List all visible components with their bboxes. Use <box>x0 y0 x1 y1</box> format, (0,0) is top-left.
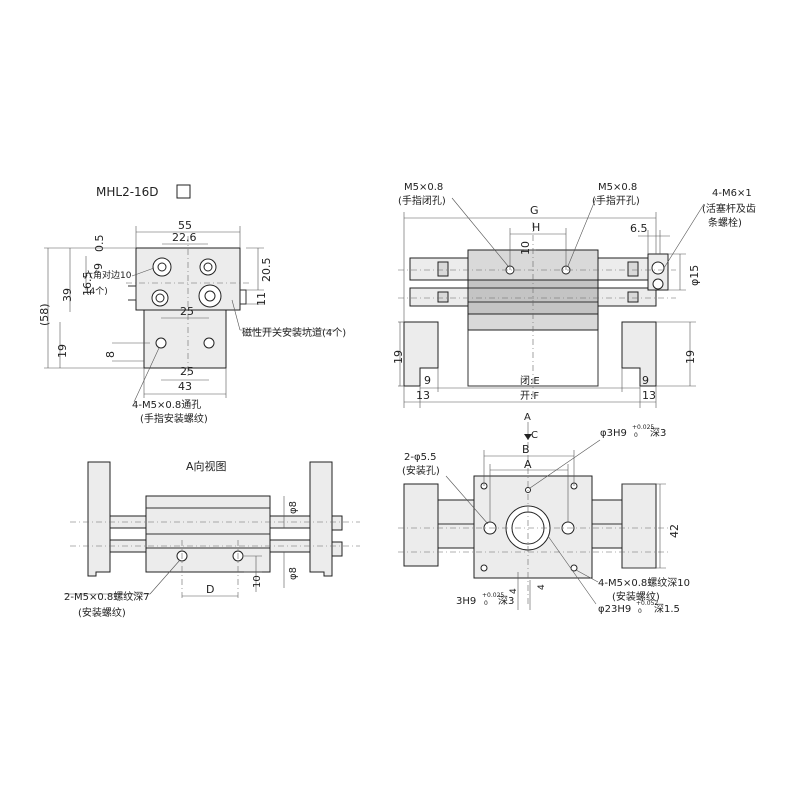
dim-phi8-bottom: φ8 <box>288 567 299 580</box>
model-label: MHL2-16D <box>96 184 191 199</box>
a-view: A向视图 φ8 φ8 10 D <box>64 459 360 619</box>
a-view-title: A向视图 <box>186 459 227 473</box>
dim-C: C <box>531 430 538 441</box>
note-bottom-prefix: 3H9 <box>456 596 476 607</box>
dim-39: 39 <box>61 288 74 302</box>
note-hex-qty: (4个) <box>86 286 108 297</box>
dim-10: 10 <box>519 241 532 255</box>
front-thru-hole-2-icon <box>203 337 215 349</box>
dim-9: 9 <box>92 263 105 270</box>
note-open-port-sub: (手指开孔) <box>592 194 640 207</box>
dim-4-2: 4 <box>537 584 547 590</box>
front-slot-left <box>128 285 137 301</box>
note-rod: 4-M6×1 <box>712 188 752 199</box>
dim-11: 11 <box>255 292 268 306</box>
dim-25-top: 25 <box>180 305 194 318</box>
dim-19-right: 19 <box>684 350 697 364</box>
bottom-view: A C B A <box>398 412 690 615</box>
dim-9-left: 9 <box>424 374 431 387</box>
note-phi3-tol-low: 0 <box>634 432 638 439</box>
dim-22-6: 22.6 <box>172 231 197 244</box>
dim-0-5: 0.5 <box>93 235 106 253</box>
note-a-thread-sub: (安装螺纹) <box>78 606 126 619</box>
dim-16-5: 16.5 <box>81 272 94 297</box>
dim-4: 4 <box>509 588 519 594</box>
bottom-endcap-left <box>403 483 439 567</box>
dim-13-left: 13 <box>416 389 430 402</box>
model-checkbox-icon <box>176 184 191 199</box>
note-phi5-5: 2-φ5.5 <box>404 452 436 463</box>
dim-19: 19 <box>56 344 69 358</box>
dim-19-left: 19 <box>392 350 405 364</box>
dim-6-5: 6.5 <box>630 222 648 235</box>
note-phi3-suffix: 深3 <box>650 427 666 439</box>
dim-D: D <box>206 583 214 596</box>
note-rod-sub2: 条螺栓) <box>708 216 742 229</box>
dim-55: 55 <box>178 219 192 232</box>
bottom-endcap-right <box>621 483 657 569</box>
note-phi23-tol-up: +0.052 <box>636 600 658 607</box>
dim-58: (58) <box>38 303 51 326</box>
side-view: G H 10 M5×0.8 (手指闭孔) M5×0.8 (手指开孔) 4-M6×… <box>392 182 756 408</box>
note-phi23-prefix: φ23H9 <box>598 604 631 615</box>
dim-B: B <box>522 443 530 456</box>
dim-phi15: φ15 <box>688 265 701 286</box>
note-m5: 4-M5×0.8螺纹深10 <box>598 576 690 589</box>
dim-H: H <box>532 221 540 234</box>
note-bottom-tol-up: +0.025 <box>482 592 504 599</box>
front-slot-right <box>240 289 247 305</box>
front-view: 55 22.6 (58) 39 16.5 9 0.5 19 六角对边10 (4个… <box>38 219 346 425</box>
note-phi23-tol-low: 0 <box>638 608 642 615</box>
front-thru-hole-1-icon <box>155 337 167 349</box>
note-phi5-5-sub: (安装孔) <box>402 464 440 477</box>
note-close-port-sub: (手指闭孔) <box>398 194 446 207</box>
note-phi3-tol-up: +0.025 <box>632 424 654 431</box>
note-hex: 六角对边10 <box>84 269 132 281</box>
dim-9-right: 9 <box>642 374 649 387</box>
dim-A-top: A <box>524 412 531 423</box>
dim-42: 42 <box>668 524 681 538</box>
note-phi23-suffix: 深1.5 <box>654 603 680 615</box>
dim-8: 8 <box>104 351 117 358</box>
note-sensor-slot: 磁性开关安装坑道(4个) <box>242 326 346 339</box>
note-bottom-suffix: 深3 <box>498 595 514 607</box>
a-finger-left <box>87 461 111 577</box>
dim-A-inner: A <box>524 458 532 471</box>
dim-43: 43 <box>178 380 192 393</box>
note-bottom-tol-low: 0 <box>484 600 488 607</box>
side-finger-left <box>403 321 439 387</box>
note-close-port: M5×0.8 <box>404 182 443 193</box>
a-finger-right <box>309 461 333 577</box>
dim-F: 开:F <box>520 391 539 402</box>
side-finger-right <box>621 321 657 387</box>
dim-20-5: 20.5 <box>260 258 273 283</box>
dim-E: 闭:E <box>520 374 540 387</box>
note-a-thread: 2-M5×0.8螺纹深7 <box>64 590 150 603</box>
dim-10: 10 <box>252 575 263 588</box>
dim-phi8-top: φ8 <box>288 501 299 514</box>
dim-G: G <box>530 204 539 217</box>
dim-13-right: 13 <box>642 389 656 402</box>
note-thru-hole: 4-M5×0.8通孔 <box>132 399 201 411</box>
side-rod-right <box>597 257 657 281</box>
note-m5-sub: (安装螺纹) <box>612 590 660 603</box>
note-rod-sub1: (活塞杆及齿 <box>702 202 756 215</box>
model-text: MHL2-16D <box>96 185 159 199</box>
note-open-port: M5×0.8 <box>598 182 637 193</box>
front-body-lower <box>143 309 227 369</box>
note-thru-hole-sub: (手指安装螺纹) <box>140 412 208 425</box>
note-phi3-prefix: φ3H9 <box>600 428 627 439</box>
dim-25-bottom: 25 <box>180 365 194 378</box>
